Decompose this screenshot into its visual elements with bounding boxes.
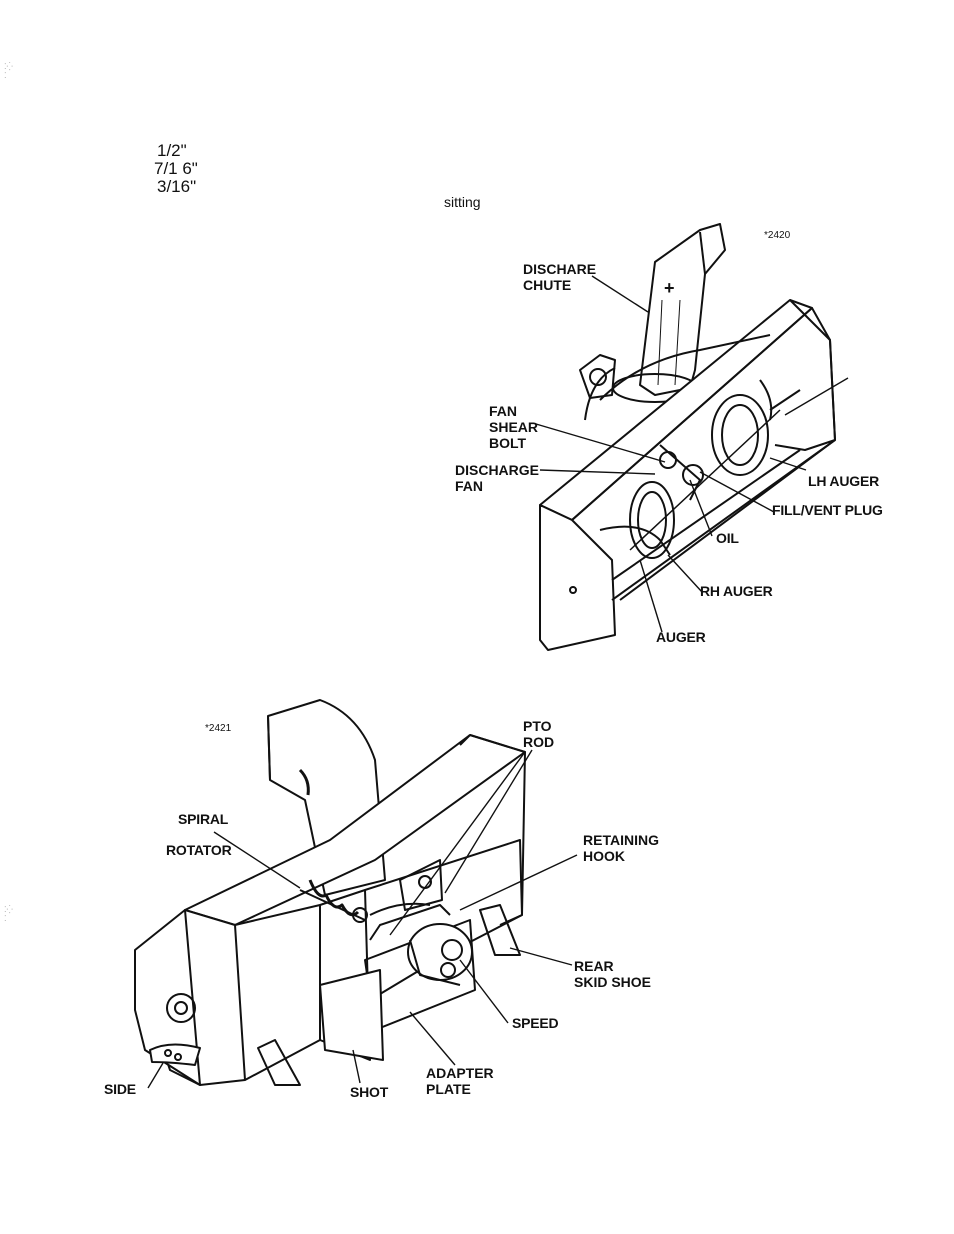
label-auger: AUGER — [656, 629, 706, 645]
label-fill-vent-plug: FILL/VENT PLUG — [772, 502, 883, 518]
label-lh-auger: LH AUGER — [808, 473, 879, 489]
fraction-half: 1/2" — [157, 141, 187, 160]
scan-speckle-top: ⁚⁛⁚ — [4, 62, 13, 80]
label-shot: SHOT — [350, 1084, 389, 1100]
label-oil: OIL — [716, 530, 739, 546]
label-rh-auger: RH AUGER — [700, 583, 773, 599]
fraction-three-sixteenths: 3/16" — [157, 177, 197, 196]
figure-number-2420: *2420 — [764, 230, 791, 241]
label-speed: SPEED — [512, 1015, 559, 1031]
label-adapter-plate: ADAPTER PLATE — [426, 1065, 494, 1097]
sitting-text: sitting — [444, 194, 481, 210]
figure-number-2421: *2421 — [205, 723, 232, 734]
label-fan-shear-bolt: FAN SHEAR BOLT — [489, 403, 539, 451]
label-rotator: ROTATOR — [166, 842, 232, 858]
fraction-seven-sixteenths: 7/1 6" — [154, 159, 198, 178]
label-rear-skid-shoe: REAR SKID SHOE — [574, 958, 652, 990]
label-spiral: SPIRAL — [178, 811, 229, 827]
svg-text:+: + — [664, 278, 675, 298]
label-retaining-hook: RETAINING HOOK — [583, 832, 659, 864]
label-discharge-fan: DISCHARGE FAN — [455, 462, 540, 494]
label-discharge-chute: DISCHARE CHUTE — [523, 261, 597, 293]
scan-speckle-bottom: ⁚⁛⁚ — [4, 905, 13, 923]
label-pto-rod: PTO ROD — [523, 718, 555, 750]
label-side: SIDE — [104, 1081, 136, 1097]
